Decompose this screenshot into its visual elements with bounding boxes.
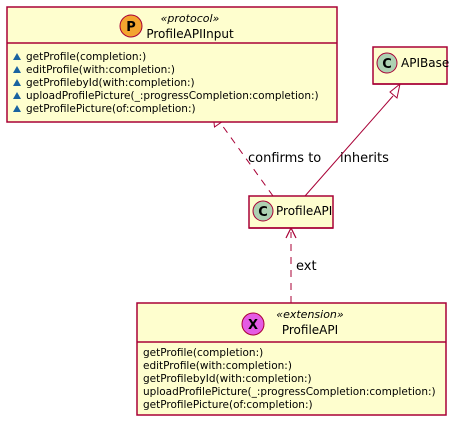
extension-badge-letter: X bbox=[248, 318, 258, 333]
visibility-triangle-icon bbox=[13, 79, 21, 86]
extension-badge-icon: X bbox=[241, 312, 265, 336]
method-name: uploadProfilePicture(_:progressCompletio… bbox=[143, 386, 436, 398]
visibility-triangle-icon bbox=[13, 105, 21, 112]
inheritance-arrowhead bbox=[389, 82, 401, 99]
extension-class-box[interactable]: X «extension» ProfileAPI getProfile(comp… bbox=[136, 302, 447, 416]
method-name: editProfile(with:completion:) bbox=[26, 64, 175, 76]
apibase-badge-letter: C bbox=[382, 57, 392, 72]
method-name: getProfilebyId(with:completion:) bbox=[26, 77, 195, 89]
inherits-edge bbox=[304, 82, 401, 197]
method-row: getProfilePicture(of:completion:) bbox=[13, 103, 196, 115]
extension-stereotype: «extension» bbox=[276, 308, 344, 321]
extension-class-name: ProfileAPI bbox=[282, 323, 338, 337]
profileapi-class-box[interactable]: C ProfileAPI bbox=[248, 195, 334, 229]
apibase-class-name: APIBase bbox=[401, 56, 449, 70]
class-badge-icon: C bbox=[376, 52, 398, 74]
method-name: uploadProfilePicture(_:progressCompletio… bbox=[26, 90, 319, 102]
method-name: getProfilePicture(of:completion:) bbox=[143, 399, 313, 411]
method-name: getProfilePicture(of:completion:) bbox=[26, 103, 196, 115]
method-row: getProfilebyId(with:completion:) bbox=[13, 77, 195, 89]
profileapi-badge-letter: C bbox=[258, 205, 268, 220]
visibility-triangle-icon bbox=[13, 53, 21, 60]
apibase-class-box[interactable]: C APIBase bbox=[372, 46, 449, 85]
protocol-method-list: getProfile(completion:) editProfile(with… bbox=[13, 51, 319, 115]
method-row: editProfile(with:completion:) bbox=[13, 64, 175, 76]
ext-edge bbox=[285, 226, 297, 303]
ext-label: ext bbox=[296, 259, 317, 274]
protocol-class-box[interactable]: P «protocol» ProfileAPIInput getProfile(… bbox=[6, 6, 338, 123]
extension-method-list: getProfile(completion:) editProfile(with… bbox=[143, 347, 436, 411]
class-badge-icon: C bbox=[252, 200, 274, 222]
method-row: uploadProfilePicture(_:progressCompletio… bbox=[13, 90, 319, 102]
protocol-badge-icon: P bbox=[119, 14, 143, 38]
visibility-triangle-icon bbox=[13, 66, 21, 73]
protocol-class-name: ProfileAPIInput bbox=[146, 27, 234, 41]
confirms-to-label: confirms to bbox=[248, 151, 321, 166]
protocol-stereotype: «protocol» bbox=[161, 12, 220, 25]
method-name: getProfile(completion:) bbox=[26, 51, 146, 63]
visibility-triangle-icon bbox=[13, 92, 21, 99]
method-row: getProfile(completion:) bbox=[13, 51, 146, 63]
method-name: getProfilebyId(with:completion:) bbox=[143, 373, 312, 385]
profileapi-class-name: ProfileAPI bbox=[276, 204, 332, 218]
protocol-badge-letter: P bbox=[126, 20, 136, 35]
inherits-label: inherits bbox=[340, 151, 389, 166]
method-name: getProfile(completion:) bbox=[143, 347, 263, 359]
method-name: editProfile(with:completion:) bbox=[143, 360, 292, 372]
